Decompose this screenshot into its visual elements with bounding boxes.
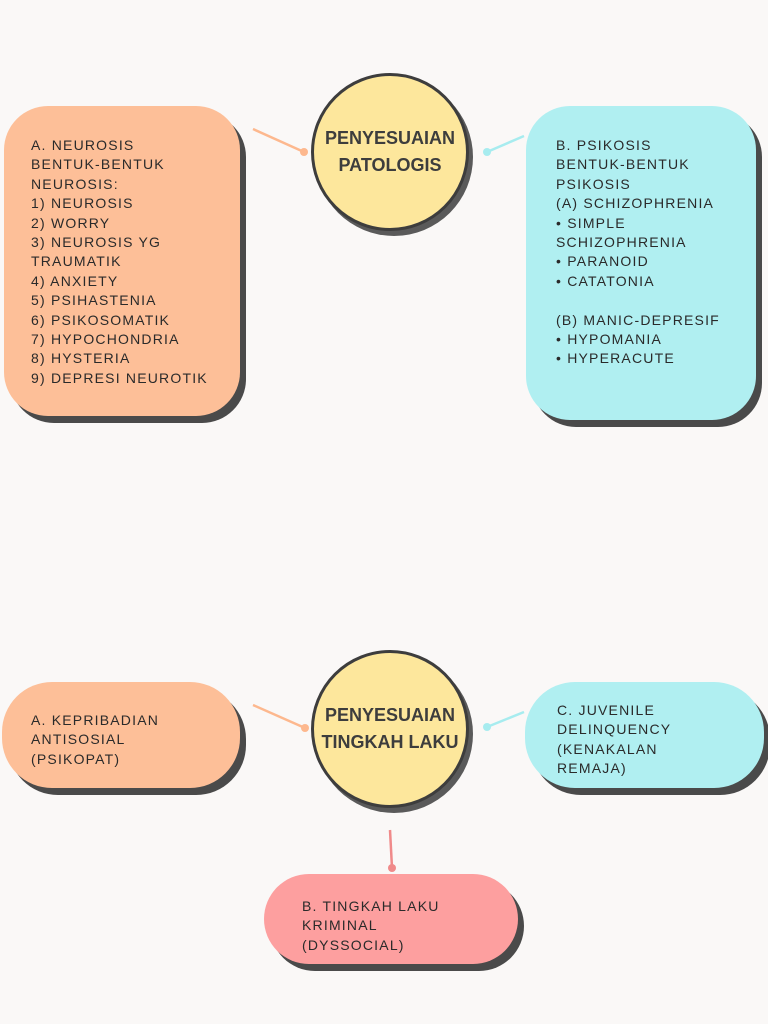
connector-antisosial: [252, 703, 306, 730]
juvenile-card: C. JUVENILE DELINQUENCY (KENAKALAN REMAJ…: [525, 682, 764, 788]
kriminal-card: B. TINGKAH LAKU KRIMINAL (DYSSOCIAL): [264, 874, 518, 964]
connector-dot-juvenile: [483, 723, 491, 731]
psikosis-card-text: B. PSIKOSIS BENTUK-BENTUK PSIKOSIS (A) S…: [556, 137, 720, 367]
connector-kriminal: [388, 829, 394, 869]
connector-psikosis: [486, 134, 525, 154]
connector-dot-kriminal: [388, 864, 396, 872]
kriminal-card-text: B. TINGKAH LAKU KRIMINAL (DYSSOCIAL): [302, 898, 440, 953]
antisosial-card: A. KEPRIBADIAN ANTISOSIAL (PSIKOPAT): [2, 682, 240, 788]
center-node-patologis-label: PENYESUAIAN PATOLOGIS: [324, 128, 456, 175]
center-node-tingkah-laku: PENYESUAIAN TINGKAH LAKU: [311, 650, 469, 808]
neurosis-card: A. NEUROSIS BENTUK-BENTUK NEUROSIS: 1) N…: [4, 106, 240, 416]
connector-dot-neurosis: [300, 148, 308, 156]
neurosis-card-text: A. NEUROSIS BENTUK-BENTUK NEUROSIS: 1) N…: [31, 137, 208, 386]
center-node-patologis: PENYESUAIAN PATOLOGIS: [311, 73, 469, 231]
connector-juvenile: [486, 710, 525, 729]
connector-dot-psikosis: [483, 148, 491, 156]
connector-neurosis: [252, 127, 305, 154]
connector-dot-antisosial: [301, 724, 309, 732]
psikosis-card: B. PSIKOSIS BENTUK-BENTUK PSIKOSIS (A) S…: [526, 106, 756, 420]
center-node-tingkah-laku-label: PENYESUAIAN TINGKAH LAKU: [321, 705, 459, 752]
antisosial-card-text: A. KEPRIBADIAN ANTISOSIAL (PSIKOPAT): [31, 712, 160, 767]
juvenile-card-text: C. JUVENILE DELINQUENCY (KENAKALAN REMAJ…: [557, 702, 672, 777]
